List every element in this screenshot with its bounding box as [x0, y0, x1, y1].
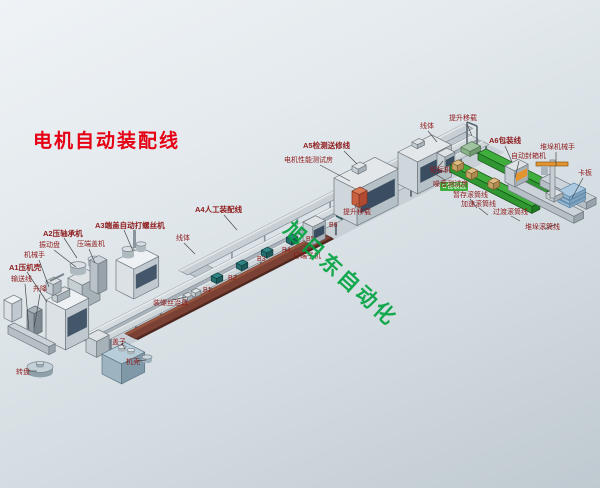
part-label-25: A3端盖自动打螺丝机 — [95, 221, 165, 230]
part-label-31: 输送线 — [11, 276, 32, 283]
part-label-19: B3 — [257, 256, 266, 263]
part-label-16: B6 — [329, 222, 338, 229]
part-label-14: 电机性能测试房 — [284, 157, 333, 164]
part-label-20: B2 — [228, 275, 237, 282]
diagram-title: 电机自动装配线 — [33, 131, 181, 152]
part-label-6: 暂存滚筒线 — [453, 192, 488, 199]
part-label-12: 噪音测试房 — [433, 181, 468, 188]
part-label-15: 提升移载 — [343, 209, 371, 216]
part-label-2: 堆垛机械手 — [540, 144, 575, 151]
part-label-18: B4 — [282, 247, 291, 254]
part-label-26: A2压轴承机 — [43, 229, 83, 238]
part-label-4: 卡板 — [578, 170, 592, 177]
part-label-0: 提升移载 — [449, 115, 477, 122]
part-label-10: 线体 — [420, 123, 434, 130]
part-label-29: 机械手 — [24, 252, 45, 259]
part-label-36: 转盘 — [16, 369, 30, 376]
part-label-30: A1压机壳 — [9, 263, 42, 272]
part-label-13: A5检测送修线 — [303, 141, 351, 150]
part-label-22: 打端子机 — [293, 253, 321, 260]
part-label-3: 自动封箱机 — [511, 153, 546, 160]
part-label-27: 振动盘 — [39, 242, 60, 249]
part-label-24: 线体 — [176, 235, 190, 242]
part-label-7: 加速滚筒线 — [461, 201, 496, 208]
part-label-5: C包装区 — [440, 182, 469, 192]
part-label-23: A4人工装配线 — [195, 205, 243, 214]
part-label-17: B5 — [306, 236, 315, 243]
part-label-1: A6包装线 — [489, 136, 522, 145]
part-label-21: B1 — [203, 287, 212, 294]
part-label-9: 堆垛滚筒线 — [525, 224, 560, 231]
part-label-33: 装螺丝治具 — [153, 300, 188, 307]
part-label-32: 升降 — [33, 286, 47, 293]
part-label-35: 机壳 — [126, 359, 140, 366]
part-label-11: 贴标机 — [430, 167, 451, 174]
part-label-28: 压端盖机 — [77, 241, 105, 248]
part-label-8: 过渡滚筒线 — [493, 209, 528, 216]
part-label-34: 盖子 — [112, 339, 126, 346]
